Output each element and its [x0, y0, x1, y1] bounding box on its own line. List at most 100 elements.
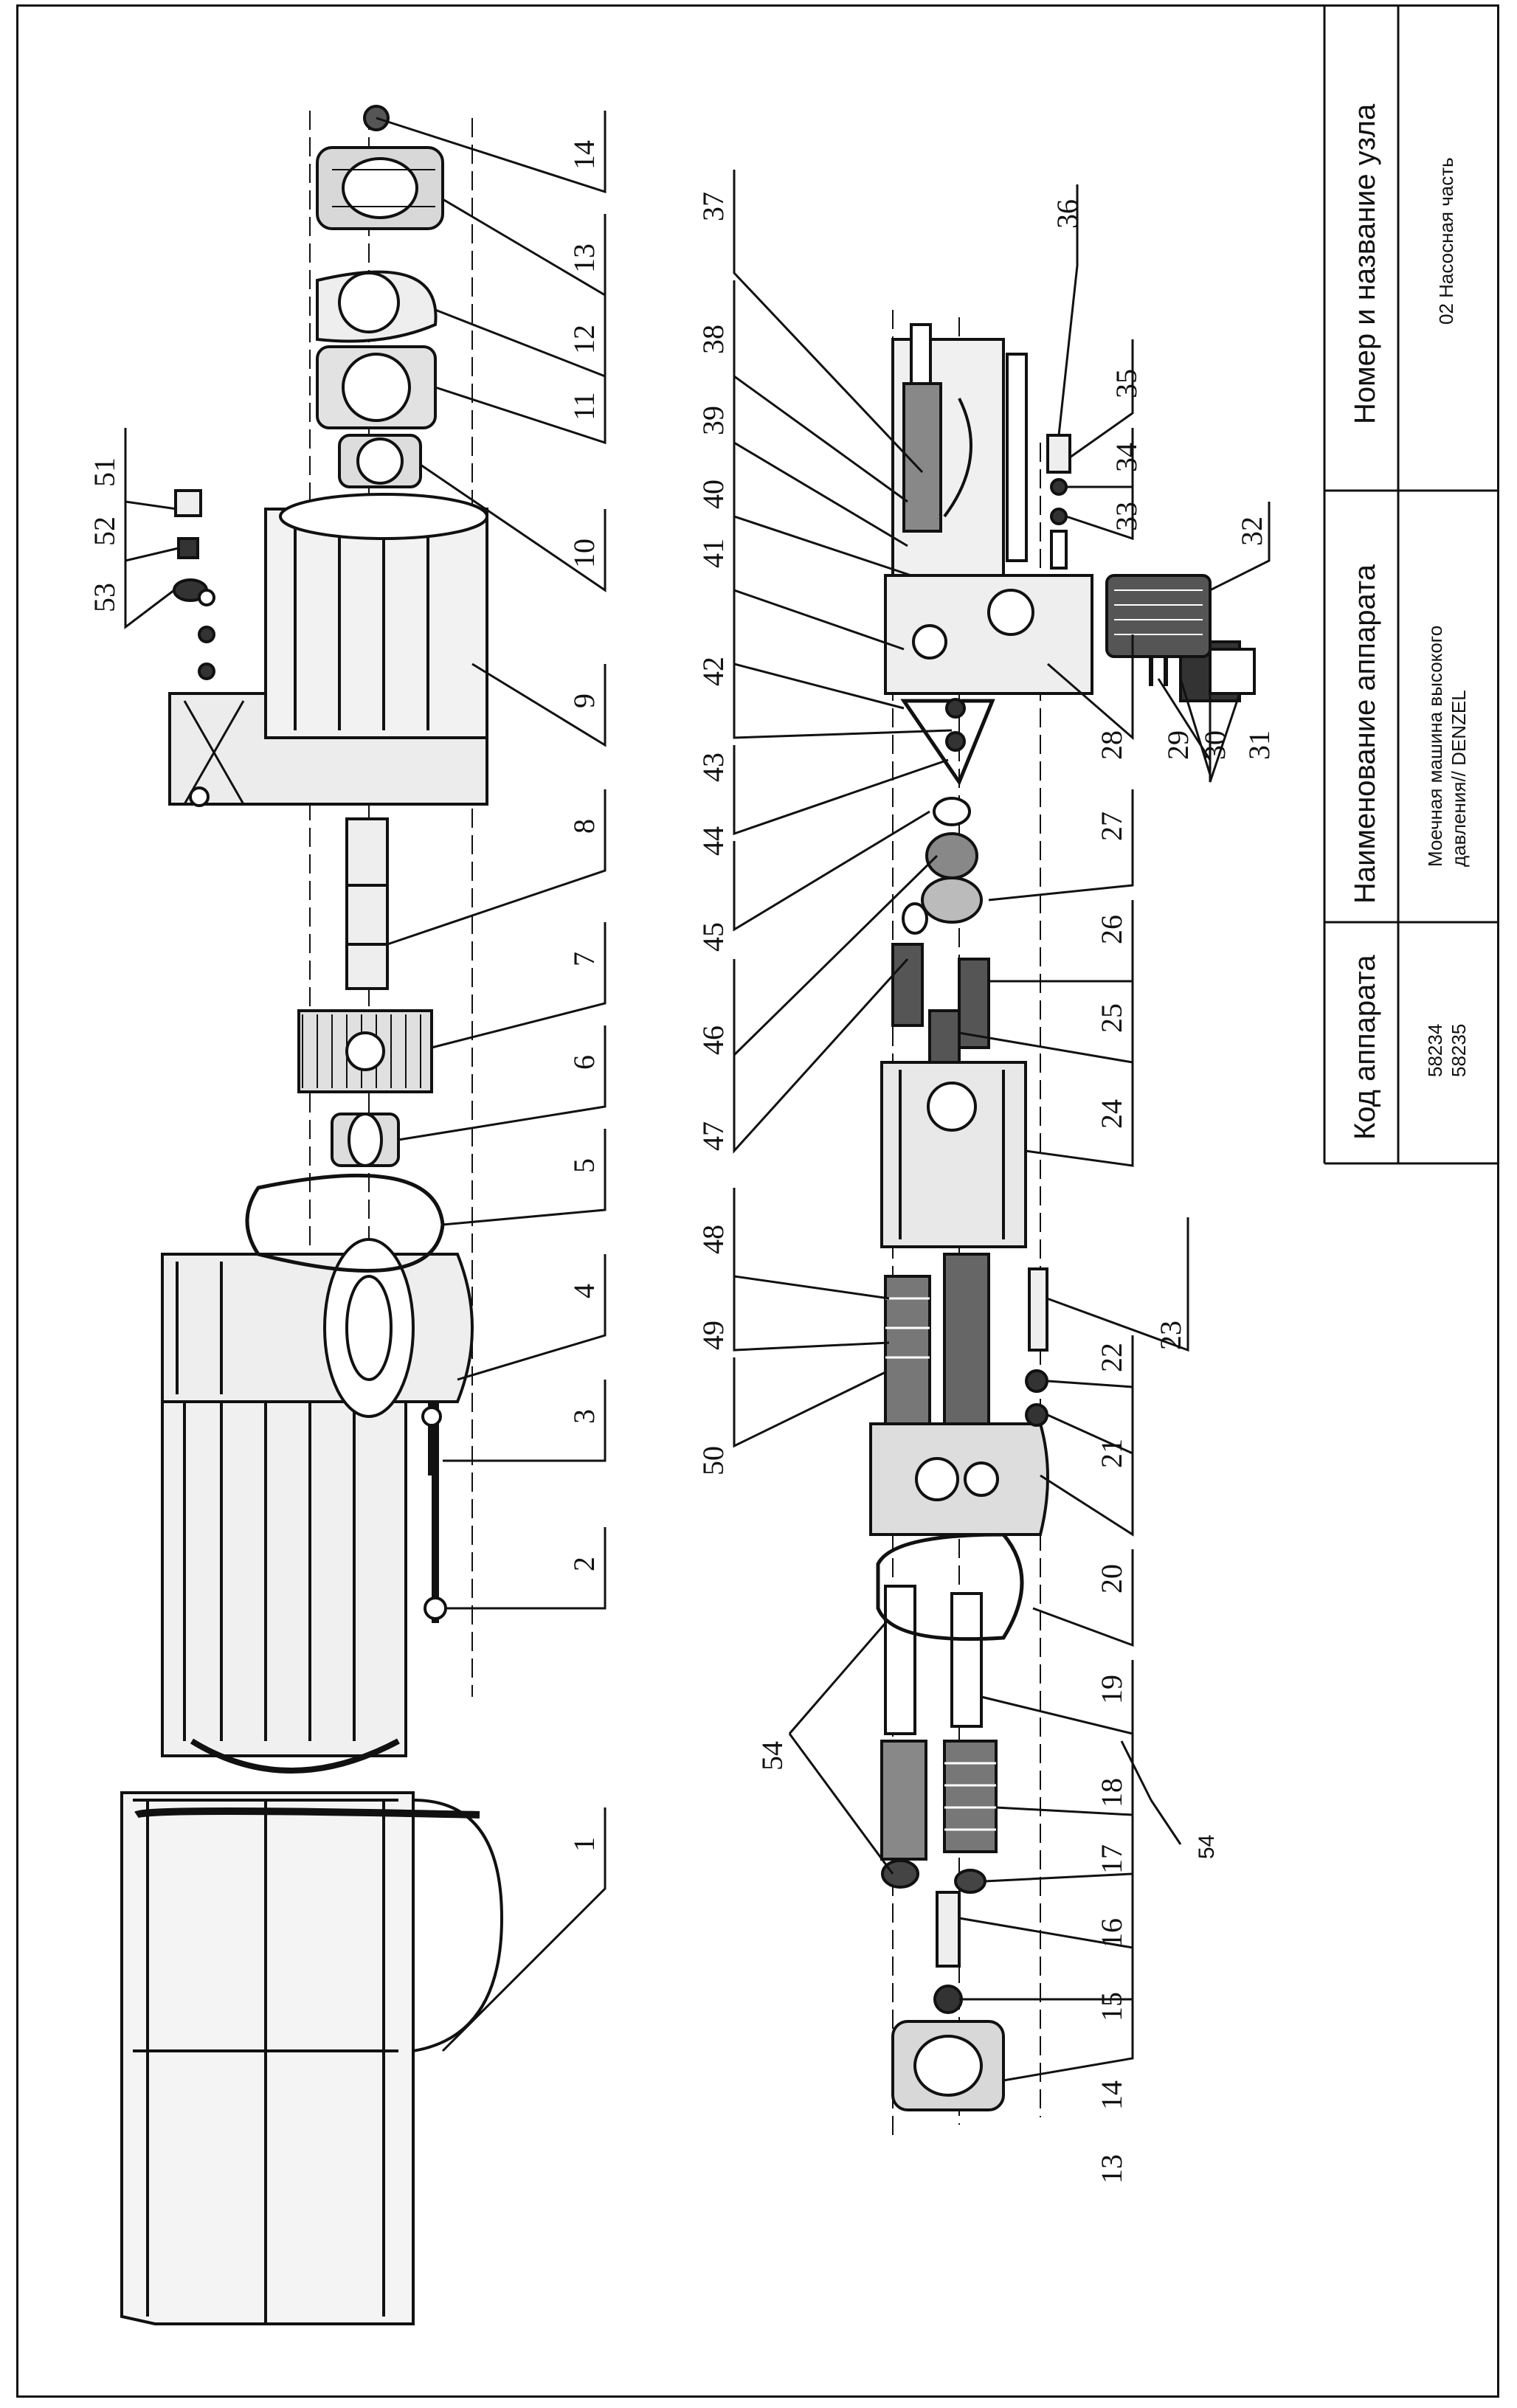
callout-49: 49: [697, 1321, 730, 1350]
title-col-name-header: Наименование аппарата: [1349, 564, 1381, 904]
callout-6: 6: [567, 1055, 601, 1070]
callout-46: 46: [697, 1025, 730, 1055]
callout-5: 5: [567, 1158, 601, 1173]
part-11-bearing: [316, 345, 437, 429]
title-col-code-value-2: 58235: [1448, 1023, 1470, 1077]
sheet-frame: [16, 4, 1499, 2398]
callout-28: 28: [1095, 730, 1128, 760]
part-1-housing-cover: [120, 1791, 504, 2325]
title-block-grid: [1323, 4, 1499, 1165]
callout-25: 25: [1095, 1003, 1128, 1033]
callout-31: 31: [1243, 730, 1276, 760]
callout-12: 12: [567, 325, 601, 354]
callout-13-lower: 13: [1095, 2154, 1128, 2184]
callout-54-left: 54: [756, 1741, 789, 1771]
callout-50: 50: [697, 1446, 730, 1475]
part-12-swashplate: [316, 270, 438, 343]
callout-43: 43: [697, 752, 730, 782]
callout-10: 10: [567, 539, 601, 568]
part-13-lower-bearing: [891, 2020, 1005, 2111]
callout-11: 11: [567, 392, 601, 421]
part-16-seal: [954, 1869, 986, 1894]
callout-9: 9: [567, 693, 601, 708]
part-8-shaft: [345, 817, 389, 990]
part-3-screw: [421, 1402, 442, 1475]
callout-41: 41: [697, 539, 730, 568]
callout-19: 19: [1095, 1675, 1128, 1704]
callout-21: 21: [1095, 1439, 1128, 1468]
callout-14: 14: [567, 140, 601, 170]
part-33-36-fitting: [1046, 434, 1071, 570]
callout-14-lower: 14: [1095, 2080, 1128, 2110]
callout-3: 3: [567, 1409, 601, 1424]
part-19-o-ring: [876, 1532, 1024, 1641]
part-23-screw: [1028, 1267, 1048, 1352]
callout-39: 39: [697, 406, 730, 435]
title-col-code-header: Код аппарата: [1349, 955, 1381, 1140]
callout-47: 47: [697, 1121, 730, 1151]
part-13-bearing: [316, 146, 444, 230]
part-42-44-check-valve: [900, 698, 995, 786]
callout-53: 53: [88, 583, 121, 612]
title-col-name-value-1: Моечная машина высокого: [1424, 625, 1446, 867]
part-7-gear: [297, 1009, 433, 1093]
callout-44: 44: [697, 826, 730, 856]
callout-22: 22: [1095, 1343, 1128, 1372]
callout-18: 18: [1095, 1778, 1128, 1807]
callout-17: 17: [1095, 1844, 1128, 1874]
callout-labels: 1 2 3 4 5 6 7 8 9 10 11 12 13 14 51 52 5…: [88, 140, 1276, 2184]
callout-30: 30: [1198, 730, 1231, 760]
callout-35: 35: [1110, 369, 1143, 398]
part-4-flange: [161, 1238, 474, 1418]
title-col-code-value-1: 58234: [1424, 1023, 1446, 1077]
callout-54-right: 54: [1195, 1835, 1219, 1859]
part-5-o-ring: [245, 1173, 445, 1273]
callout-7: 7: [567, 952, 601, 966]
callout-29: 29: [1161, 730, 1195, 760]
part-51-53-fasteners: [173, 489, 215, 680]
callout-4: 4: [567, 1284, 601, 1298]
title-col-name-value-2: давления// DENZEL: [1448, 690, 1470, 867]
callout-26: 26: [1095, 915, 1128, 944]
callout-1: 1: [567, 1837, 601, 1852]
upper-assembly-parts: [120, 105, 504, 2325]
leader-lines: [124, 111, 1271, 2082]
part-6-bearing: [331, 1113, 400, 1167]
part-21-22-washers: [1025, 1369, 1048, 1427]
callout-32: 32: [1235, 516, 1268, 546]
part-17-seal-stack: [943, 1740, 998, 1853]
part-54-piston-set: [880, 1585, 927, 1889]
part-32-nut: [1105, 574, 1212, 658]
callout-27: 27: [1095, 812, 1128, 841]
callout-40: 40: [697, 480, 730, 509]
callout-42: 42: [697, 657, 730, 686]
part-25-27-valves: [891, 943, 990, 1064]
part-48-50-seals: [884, 1253, 990, 1425]
part-18-piston: [950, 1592, 983, 1728]
part-15-screw: [936, 1891, 961, 1968]
part-20-piston-guide: [869, 1422, 1049, 1536]
callout-45: 45: [697, 922, 730, 952]
part-14-lower-washer: [933, 1985, 963, 2014]
callout-16: 16: [1095, 1918, 1128, 1948]
callout-52: 52: [88, 516, 121, 546]
callout-33: 33: [1110, 502, 1143, 531]
callout-48: 48: [697, 1225, 730, 1254]
callout-15: 15: [1095, 1992, 1128, 2021]
callout-2: 2: [567, 1557, 601, 1571]
title-col-unit-header: Номер и название узла: [1349, 103, 1381, 424]
callout-38: 38: [697, 325, 730, 354]
part-10-bearing: [338, 434, 422, 488]
callout-8: 8: [567, 819, 601, 834]
callout-51: 51: [88, 457, 121, 487]
callout-23: 23: [1154, 1321, 1187, 1350]
part-37-41-unloader: [891, 323, 1028, 577]
callout-13: 13: [567, 243, 601, 273]
callout-36: 36: [1051, 199, 1084, 229]
callout-24: 24: [1095, 1099, 1128, 1129]
part-28-valve-block: [884, 574, 1093, 695]
part-24-pump-head: [880, 1061, 1027, 1248]
part-9-pump-housing: [168, 493, 488, 807]
